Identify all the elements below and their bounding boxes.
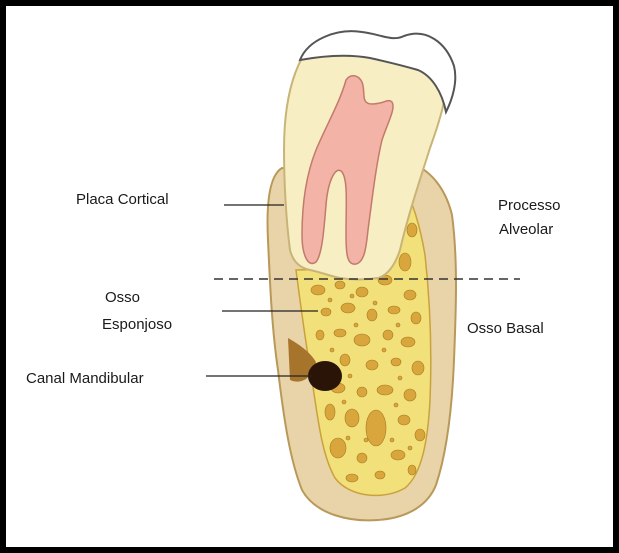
label-processo-alveolar-line1: Processo	[498, 197, 561, 214]
label-osso-esponjoso-line2: Esponjoso	[102, 316, 172, 333]
label-processo-alveolar-line2: Alveolar	[499, 221, 553, 238]
label-placa-cortical: Placa Cortical	[76, 191, 169, 208]
label-osso-esponjoso-line1: Osso	[105, 289, 140, 306]
label-osso-basal: Osso Basal	[467, 320, 544, 337]
mandibular-canal	[308, 361, 342, 391]
label-canal-mandibular: Canal Mandibular	[26, 370, 144, 387]
